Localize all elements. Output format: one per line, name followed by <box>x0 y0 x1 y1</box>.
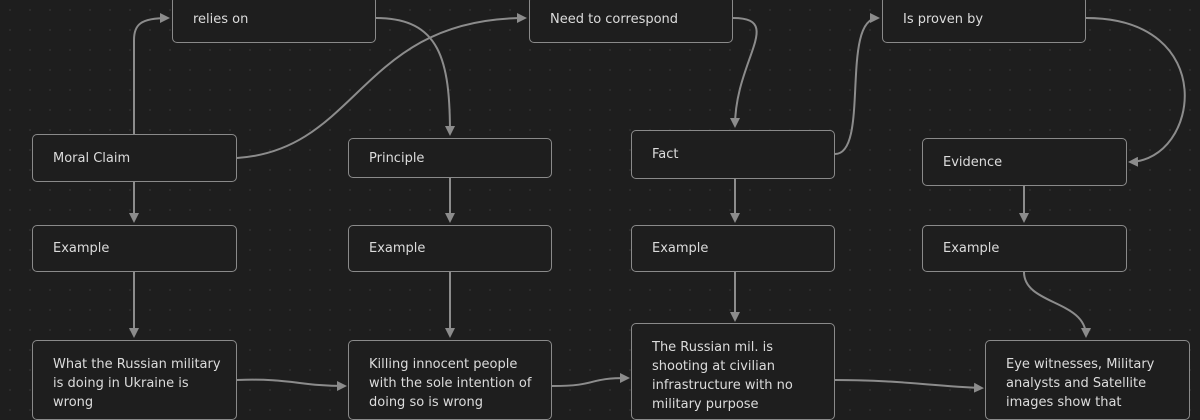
edges-layer <box>129 13 1186 393</box>
node-moral-claim-label: Moral Claim <box>53 150 131 166</box>
node-example-principle[interactable]: Example <box>348 225 552 272</box>
edge-need-to-correspond-to-fact <box>730 17 758 128</box>
node-principle-statement-label: Killing innocent people with the sole in… <box>369 357 532 410</box>
node-example-fact-label: Example <box>652 241 709 256</box>
edge-moral-claim-to-need-to-correspond <box>236 13 527 159</box>
node-evidence[interactable]: Evidence <box>922 138 1127 186</box>
diagram-canvas: relies on Need to correspond Is proven b… <box>32 0 1190 420</box>
edge-example-4-to-statement <box>1023 271 1091 338</box>
edge-statement-1-to-statement-2 <box>236 378 347 391</box>
node-is-proven-by[interactable]: Is proven by <box>882 0 1086 43</box>
node-evidence-label: Evidence <box>943 154 1003 170</box>
node-is-proven-by-label: Is proven by <box>903 12 984 27</box>
node-fact-statement[interactable]: The Russian mil. is shooting at civilian… <box>631 323 835 420</box>
node-evidence-statement[interactable]: Eye witnesses, Military analysts and Sat… <box>985 340 1190 420</box>
edge-statement-3-to-statement-4 <box>834 379 984 393</box>
node-example-principle-label: Example <box>369 241 426 256</box>
node-principle-statement[interactable]: Killing innocent people with the sole in… <box>348 340 552 420</box>
node-moral-claim-statement[interactable]: What the Russian military is doing in Uk… <box>32 340 237 420</box>
node-need-to-correspond[interactable]: Need to correspond <box>529 0 733 43</box>
edge-statement-2-to-statement-3 <box>551 373 630 387</box>
edge-moral-claim-to-relies-on <box>133 13 170 134</box>
edge-fact-to-is-proven-by <box>834 13 880 155</box>
edge-is-proven-by-to-evidence <box>1085 17 1186 167</box>
node-fact-label: Fact <box>652 147 679 162</box>
node-principle-label: Principle <box>369 150 425 166</box>
node-example-evidence-label: Example <box>943 241 1000 256</box>
node-example-moral-claim-label: Example <box>53 241 110 256</box>
node-principle[interactable]: Principle <box>348 138 552 178</box>
node-moral-claim[interactable]: Moral Claim <box>32 134 237 182</box>
node-evidence-statement-label: Eye witnesses, Military analysts and Sat… <box>1006 357 1155 410</box>
node-relies-on-label: relies on <box>193 12 249 27</box>
node-fact[interactable]: Fact <box>631 130 835 179</box>
node-example-moral-claim[interactable]: Example <box>32 225 237 272</box>
node-moral-claim-statement-label: What the Russian military is doing in Uk… <box>53 357 221 410</box>
node-example-fact[interactable]: Example <box>631 225 835 272</box>
node-example-evidence[interactable]: Example <box>922 225 1127 272</box>
node-need-to-correspond-label: Need to correspond <box>550 12 679 27</box>
node-fact-statement-label: The Russian mil. is shooting at civilian… <box>652 340 793 412</box>
edge-relies-on-to-principle <box>375 17 455 136</box>
node-relies-on[interactable]: relies on <box>172 0 376 43</box>
